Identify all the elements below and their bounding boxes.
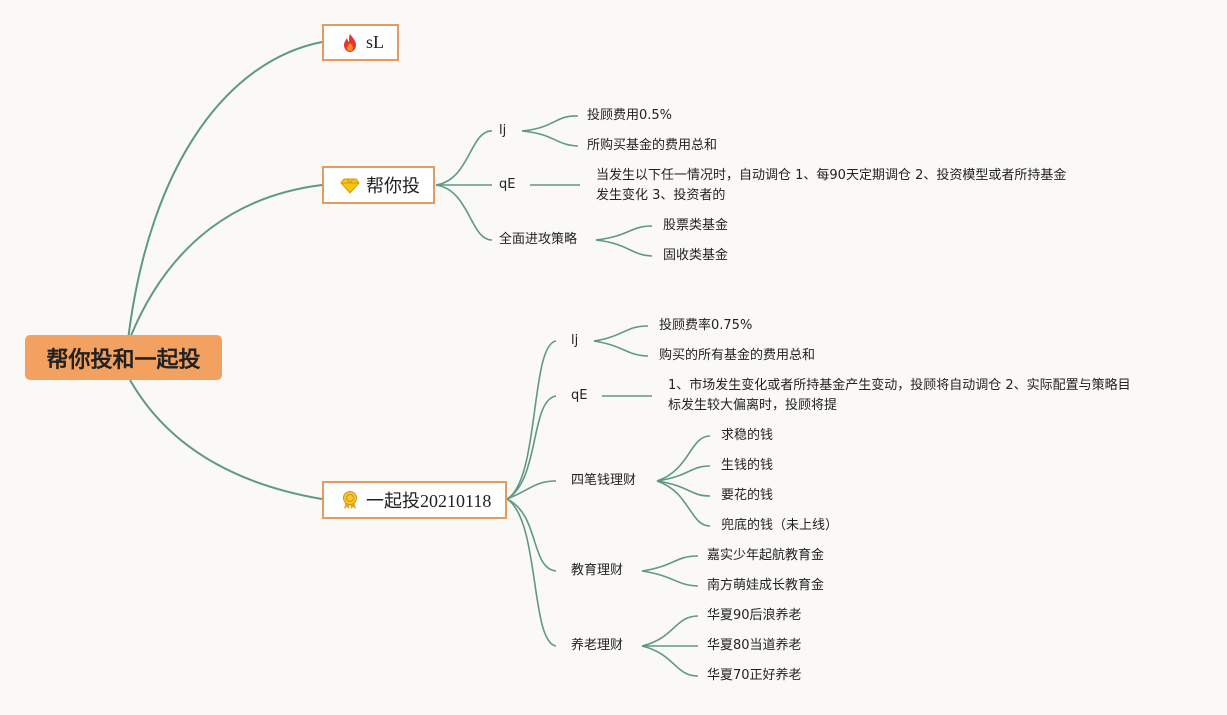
leaf-bang-rebalance-line1[interactable]: 当发生以下任一情况时，自动调仓 1、每90天定期调仓 2、投资模型或者所持基金 <box>596 168 1067 183</box>
subtopic-pension[interactable]: 养老理财 <box>571 638 624 653</box>
leaf-education-2[interactable]: 南方萌娃成长教育金 <box>707 578 825 593</box>
leaf-yiqi-rebalance-line2[interactable]: 标发生较大偏离时，投顾将提 <box>668 398 838 413</box>
leaf-education-1[interactable]: 嘉实少年起航教育金 <box>707 548 825 563</box>
leaf-four-money-1[interactable]: 求稳的钱 <box>721 428 774 443</box>
leaf-yiqi-rebalance-line1[interactable]: 1、市场发生变化或者所持基金产生变动，投顾将自动调仓 2、实际配置与策略目 <box>668 378 1131 393</box>
leaf-yiqi-fee-2[interactable]: 购买的所有基金的费用总和 <box>659 348 816 363</box>
subtopic-bang-strategy[interactable]: 全面进攻策略 <box>499 232 578 247</box>
leaf-yiqi-fee-1[interactable]: 投顾费率0.75% <box>659 318 753 333</box>
topic-bangnitou[interactable]: 帮你投 <box>322 166 435 204</box>
leaf-bang-fee-2[interactable]: 所购买基金的费用总和 <box>587 138 718 153</box>
topic-sl-label: sL <box>366 32 384 52</box>
leaf-pension-3[interactable]: 华夏70正好养老 <box>707 668 802 683</box>
subtopic-bang-rebalance[interactable]: qE <box>499 177 516 192</box>
topic-yiqitou[interactable]: 一起投20210118 <box>322 481 507 519</box>
leaf-pension-2[interactable]: 华夏80当道养老 <box>707 638 802 653</box>
subtopic-education[interactable]: 教育理财 <box>571 563 624 578</box>
subtopic-yiqi-rebalance[interactable]: qE <box>571 388 588 403</box>
subtopic-bang-fee[interactable]: lj <box>499 123 507 138</box>
topic-sl[interactable]: sL <box>322 24 399 61</box>
leaf-pension-1[interactable]: 华夏90后浪养老 <box>707 608 802 623</box>
subtopic-four-money[interactable]: 四笔钱理财 <box>571 473 637 488</box>
leaf-bang-strategy-2[interactable]: 固收类基金 <box>663 248 729 263</box>
fire-icon <box>340 33 360 53</box>
leaf-bang-strategy-1[interactable]: 股票类基金 <box>663 218 729 233</box>
topic-bangnitou-label: 帮你投 <box>366 176 420 196</box>
leaf-bang-fee-1[interactable]: 投顾费用0.5% <box>587 108 673 123</box>
leaf-four-money-4[interactable]: 兜底的钱（未上线） <box>721 518 839 533</box>
leaf-four-money-3[interactable]: 要花的钱 <box>721 488 774 503</box>
subtopic-yiqi-fee[interactable]: lj <box>571 333 579 348</box>
diamond-icon <box>340 175 360 195</box>
root-topic[interactable]: 帮你投和一起投 <box>25 335 222 380</box>
topic-yiqitou-label: 一起投20210118 <box>366 491 492 511</box>
award-ribbon-icon <box>340 490 360 510</box>
leaf-bang-rebalance-line2[interactable]: 发生变化 3、投资者的 <box>596 188 726 203</box>
leaf-four-money-2[interactable]: 生钱的钱 <box>721 458 774 473</box>
